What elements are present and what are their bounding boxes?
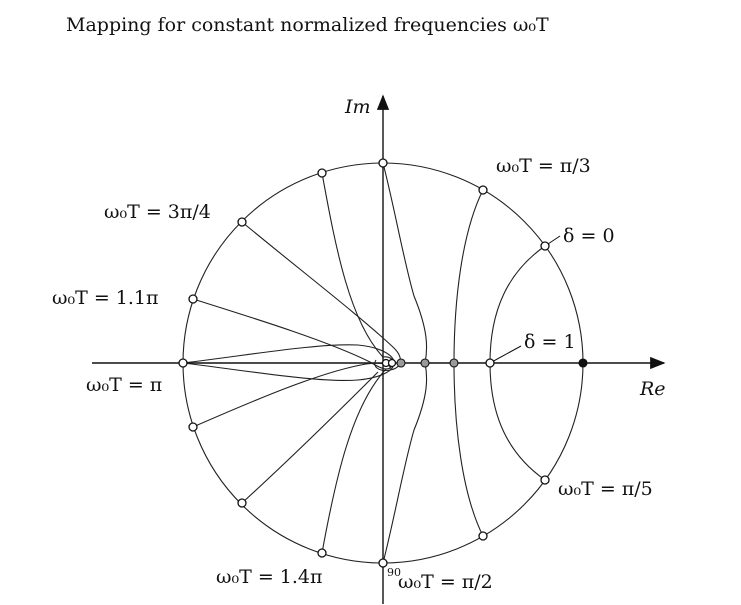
point-axis-3 xyxy=(449,358,459,368)
point-1-4pi xyxy=(317,548,327,558)
label-w-pi-over-2: ω₀T = π/2 xyxy=(398,571,493,593)
contour-w-3pi-over-4 xyxy=(241,221,401,371)
point-lower-left-1 xyxy=(188,422,198,432)
leader-delta-1 xyxy=(489,345,522,364)
diagram-title: Mapping for constant normalized frequenc… xyxy=(66,14,549,36)
label-w-pi: ω₀T = π xyxy=(86,374,162,396)
label-w-pi-over-5: ω₀T = π/5 xyxy=(558,478,653,500)
label-w-pi-over-3: ω₀T = π/3 xyxy=(496,155,591,177)
label-w-3pi-over-4: ω₀T = 3π/4 xyxy=(104,201,211,223)
point-pi-over-5-top xyxy=(540,241,550,251)
point-axis-2 xyxy=(420,358,430,368)
point-axis-4 xyxy=(485,358,495,368)
point-circle-bottom xyxy=(378,558,388,568)
point-pi-over-3-bottom xyxy=(478,531,488,541)
point-axis-1 xyxy=(396,358,406,368)
contour-w-lower-left-lobe xyxy=(192,362,391,428)
label-delta-1: δ = 1 xyxy=(524,331,576,353)
contour-w-1-1pi xyxy=(192,298,394,370)
point-circle-left xyxy=(178,358,188,368)
point-lower-left-2 xyxy=(237,498,247,508)
real-axis-label: Re xyxy=(639,378,666,400)
stray-number: 90 xyxy=(387,566,401,579)
point-upper-left-1 xyxy=(317,168,327,178)
contour-w-lower-mid xyxy=(321,368,387,554)
point-1-1pi xyxy=(188,294,198,304)
point-circle-top xyxy=(378,158,388,168)
point-3pi-over-4 xyxy=(237,217,247,227)
label-w-1-4pi: ω₀T = 1.4π xyxy=(216,566,323,588)
contour-w-upper-left xyxy=(321,172,384,358)
label-delta-0: δ = 0 xyxy=(563,225,615,247)
point-axis-origin-b xyxy=(387,358,397,368)
point-pi-over-5-bottom xyxy=(540,475,550,485)
contour-w-1-4pi xyxy=(241,371,379,504)
label-w-1-1pi: ω₀T = 1.1π xyxy=(52,287,159,309)
point-pi-over-3-top xyxy=(478,185,488,195)
point-circle-right xyxy=(578,358,588,368)
imag-axis-label: Im xyxy=(344,96,371,118)
